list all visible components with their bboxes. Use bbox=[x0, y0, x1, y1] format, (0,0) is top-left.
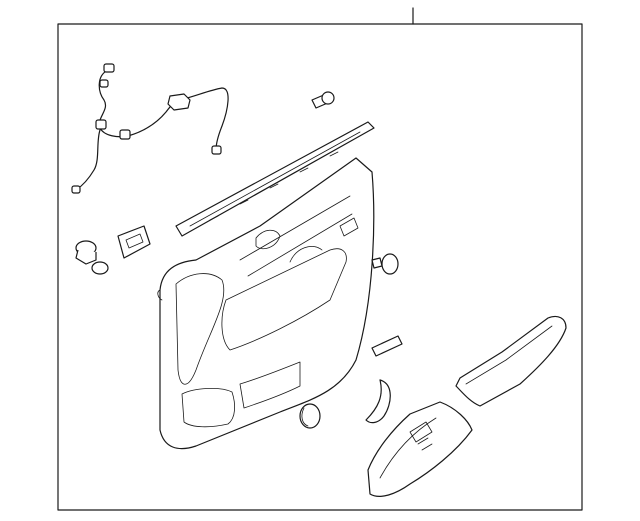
connector bbox=[119, 129, 131, 140]
connector bbox=[211, 145, 222, 155]
round-cover bbox=[299, 403, 321, 429]
connector bbox=[167, 93, 191, 111]
connector bbox=[95, 119, 107, 130]
door-trim-panel bbox=[157, 157, 375, 450]
armrest-upper bbox=[455, 315, 567, 407]
bracket-left bbox=[117, 225, 151, 259]
connector bbox=[103, 63, 115, 73]
clip-top bbox=[311, 91, 335, 109]
curved-strip bbox=[365, 379, 391, 424]
switch-panel bbox=[367, 401, 473, 497]
push-clip bbox=[371, 253, 399, 275]
connector bbox=[99, 79, 109, 88]
belt-molding bbox=[175, 121, 375, 237]
clip-left bbox=[75, 240, 109, 275]
connector bbox=[71, 185, 81, 194]
wiring-harness bbox=[71, 63, 229, 194]
diagram-frame bbox=[57, 23, 583, 511]
pin bbox=[371, 335, 403, 357]
